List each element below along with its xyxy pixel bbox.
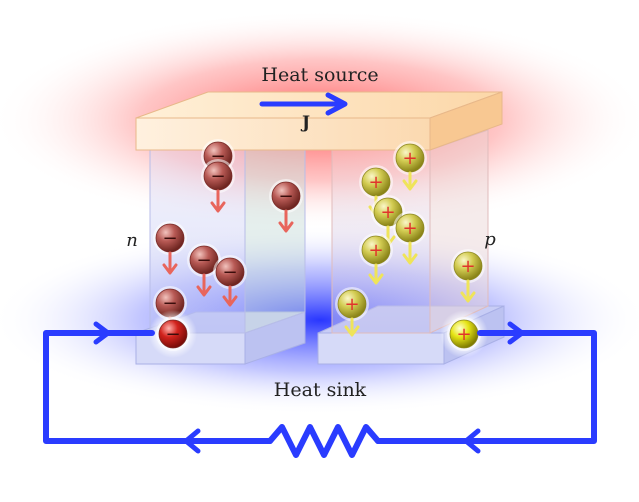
hole: + <box>335 287 369 321</box>
hole: + <box>359 233 393 267</box>
electron-sign: − <box>162 293 177 314</box>
hole-drift-arrow <box>344 317 360 337</box>
electron: − <box>269 179 303 213</box>
electron-group: −−−−−−−− <box>149 139 303 358</box>
electron: − <box>187 243 221 277</box>
heat-source-plate <box>135 91 503 151</box>
circuit-arrowheads <box>93 321 525 454</box>
electron: − <box>149 310 197 358</box>
electron-sign: − <box>278 186 293 207</box>
resistor <box>267 424 381 458</box>
heat-source-label: Heat source <box>261 64 378 86</box>
hole-drift-arrow <box>460 279 476 303</box>
current-label: J <box>300 113 310 133</box>
hole: + <box>451 249 485 283</box>
hole-sign: + <box>402 148 417 169</box>
arrowhead-left-wire <box>93 321 111 345</box>
hole: + <box>393 141 427 175</box>
electron-sign: − <box>165 324 180 345</box>
electron-sign: − <box>162 228 177 249</box>
hole-sign: + <box>402 218 417 239</box>
electron: − <box>201 159 235 193</box>
electron-drift-arrow <box>196 273 212 297</box>
hole: + <box>359 165 393 199</box>
hole-sign: + <box>460 256 475 277</box>
circuit-wire-right <box>375 330 597 444</box>
arrowhead-right-wire <box>507 321 525 345</box>
electron-drift-arrow <box>278 209 294 233</box>
arrowhead-bottom-right <box>463 428 481 454</box>
n-leg-label: n <box>126 230 138 251</box>
hole-drift-arrow <box>368 263 384 285</box>
electron-drift-arrow <box>222 285 238 307</box>
electron-drift-arrow <box>210 189 226 213</box>
hole-sign: + <box>344 294 359 315</box>
hole: + <box>440 310 488 358</box>
hole-sign: + <box>368 172 383 193</box>
p-leg-label: p <box>484 229 496 250</box>
hole-sign: + <box>368 240 383 261</box>
external-circuit <box>43 330 597 458</box>
hole-group: + + + + + + + + <box>335 141 488 358</box>
hole-drift-arrow <box>402 171 418 191</box>
electron-sign: − <box>196 250 211 271</box>
hole: + <box>393 211 427 245</box>
electron: − <box>153 221 187 255</box>
arrowhead-bottom-left <box>183 428 201 454</box>
electron-drift-arrow <box>162 251 178 275</box>
hole-sign: + <box>456 324 471 345</box>
hole-drift-arrow <box>402 241 418 265</box>
current-arrow <box>259 92 348 116</box>
circuit-wire-left <box>43 330 273 444</box>
heat-sink-label: Heat sink <box>274 379 367 401</box>
hole-sign: + <box>380 202 395 223</box>
electron-sign: − <box>210 166 225 187</box>
electron: − <box>213 255 247 289</box>
electron-sign: − <box>222 262 237 283</box>
